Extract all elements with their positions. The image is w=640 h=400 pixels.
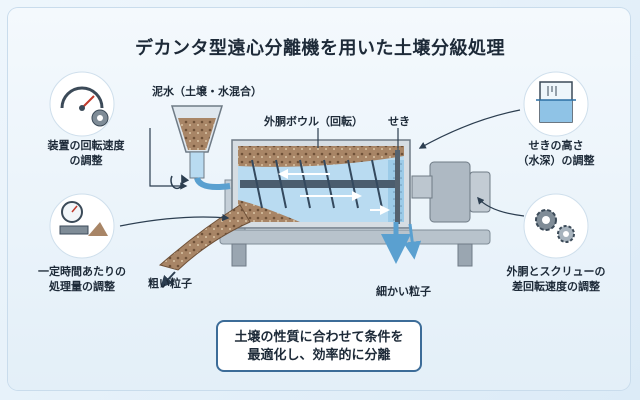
leader-lines: [119, 109, 525, 227]
coarse-arrow: [160, 271, 176, 288]
screw-conveyor: [240, 159, 400, 209]
fine-discharge-flow-2: [403, 223, 422, 260]
control-bowl-speed: 装置の回転速度 の調整: [26, 138, 146, 168]
label-weir: せき: [388, 115, 410, 128]
control-bowl-speed-line1: 装置の回転速度: [47, 139, 125, 152]
feed-hopper: [170, 105, 231, 190]
control-differential-speed-line1: 外胴とスクリューの: [506, 265, 606, 278]
flow-arrows: [278, 169, 390, 215]
control-throughput-line1: 一定時間あたりの: [38, 265, 126, 278]
control-weir-height: せきの高さ （水深）の調整: [500, 138, 612, 168]
label-fine-particles: 細かい粒子: [376, 285, 431, 298]
summary-box: 土壌の性質に合わせて条件を 最適化し、効率的に分離: [216, 320, 422, 372]
control-differential-speed-line2: 差回転速度の調整: [512, 280, 600, 293]
pressure-gauge-pipe-icon: [49, 193, 115, 259]
control-differential-speed: 外胴とスクリューの 差回転速度の調整: [492, 264, 620, 294]
control-throughput: 一定時間あたりの 処理量の調整: [18, 264, 146, 294]
speedometer-gear-icon: [49, 71, 115, 137]
water-level-gauge-icon: [523, 71, 589, 137]
control-bowl-speed-line2: の調整: [69, 154, 103, 167]
control-throughput-line2: 処理量の調整: [49, 280, 115, 293]
rotation-arrow: [170, 174, 190, 190]
diagram-title: デカンタ型遠心分離機を用いた土壌分級処理: [135, 38, 505, 59]
weir-plate: [395, 150, 400, 224]
label-coarse-particles: 粗い粒子: [148, 277, 192, 290]
twin-gears-icon: [523, 193, 589, 259]
summary-line1: 土壌の性質に合わせて条件を: [234, 330, 404, 345]
summary-line2: 最適化し、効率的に分離: [247, 348, 391, 363]
control-weir-height-line2: （水深）の調整: [517, 154, 595, 167]
label-outer-bowl: 外胴ボウル（回転）: [264, 115, 363, 128]
coarse-discharge-flow: [158, 204, 251, 271]
control-weir-height-line1: せきの高さ: [528, 139, 584, 152]
drive-unit: [411, 161, 491, 223]
label-slurry-input: 泥水（土壌・水混合）: [152, 85, 262, 98]
